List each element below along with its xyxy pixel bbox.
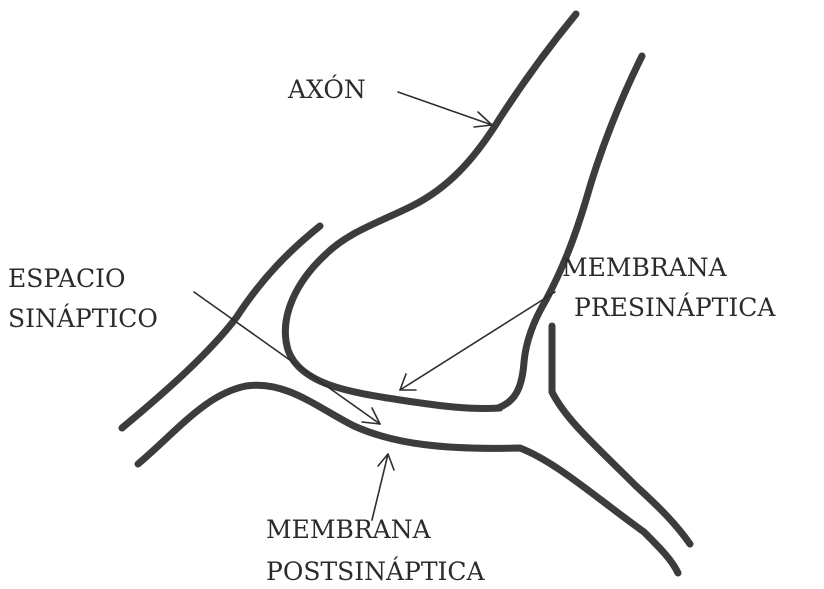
label-membrana-presinaptica-line1: MEMBRANA	[562, 253, 728, 282]
membrana-postsinaptica-arrow	[372, 454, 394, 520]
label-membrana-postsinaptica-line2: POSTSINÁPTICA	[266, 557, 486, 586]
membrana-presinaptica-arrow	[400, 292, 555, 390]
axon-arrow	[398, 92, 492, 127]
axon-left-wall	[285, 14, 576, 409]
label-espacio-sinaptico-line2: SINÁPTICO	[8, 304, 158, 333]
label-espacio-sinaptico-line1: ESPACIO	[8, 264, 125, 293]
axon-right-wall	[498, 56, 642, 408]
label-membrana-presinaptica-line2: PRESINÁPTICA	[574, 293, 776, 322]
postsynaptic-membrane	[138, 385, 678, 573]
label-axon: AXÓN	[287, 75, 366, 104]
label-membrana-postsinaptica-line1: MEMBRANA	[266, 515, 432, 544]
